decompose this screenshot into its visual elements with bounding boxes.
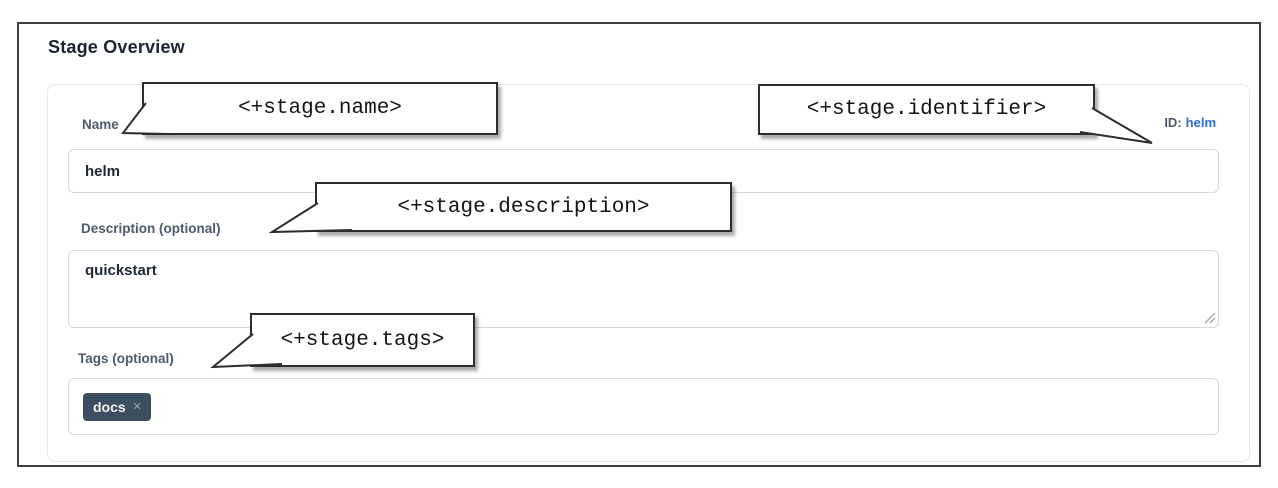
tag-chip: docs ×: [83, 392, 152, 421]
tags-label: Tags (optional): [78, 351, 174, 366]
callout-stage-identifier: <+stage.identifier>: [758, 84, 1095, 135]
callout-stage-name: <+stage.name>: [142, 82, 498, 135]
tag-chip-text: docs: [93, 398, 126, 415]
tag-remove-icon[interactable]: ×: [132, 398, 142, 415]
id-value-link[interactable]: helm: [1185, 115, 1216, 130]
callout-stage-tags: <+stage.tags>: [250, 313, 475, 367]
callout-stage-description: <+stage.description>: [315, 182, 732, 232]
tags-input[interactable]: docs ×: [68, 378, 1219, 435]
stage-id-line: ID:helm: [1152, 116, 1216, 129]
name-label: Name: [82, 117, 119, 132]
description-label: Description (optional): [81, 221, 221, 236]
description-textarea[interactable]: quickstart: [68, 250, 1219, 328]
id-label: ID:: [1164, 115, 1182, 130]
page-title: Stage Overview: [48, 37, 185, 57]
